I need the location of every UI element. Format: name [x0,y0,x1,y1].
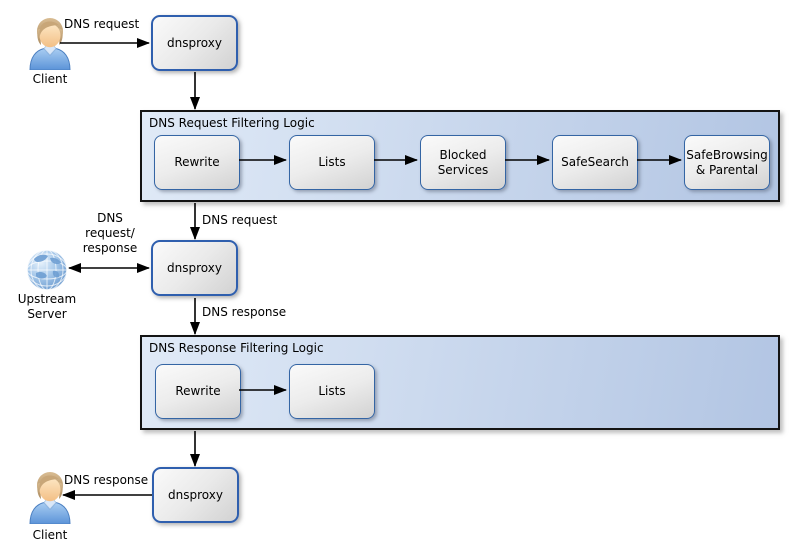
upstream-server-figure [26,249,68,295]
node-dnsproxy-top: dnsproxy [151,15,238,71]
step-rewrite-response: Rewrite [155,364,241,419]
globe-icon [26,249,68,291]
node-dnsproxy-top-label: dnsproxy [167,36,222,50]
container-response-title: DNS Response Filtering Logic [149,341,324,355]
edge-label-request-to-proxy: DNS request [202,213,278,227]
client-top-label: Client [32,72,68,86]
node-dnsproxy-bottom-label: dnsproxy [168,488,223,502]
step-rewrite-request: Rewrite [154,135,240,190]
node-dnsproxy-middle-label: dnsproxy [167,261,222,275]
step-lists-request: Lists [289,135,375,190]
client-bottom-figure [27,470,73,528]
container-request-title: DNS Request Filtering Logic [149,116,315,130]
person-icon [29,18,71,71]
upstream-server-label: Upstream Server [17,292,77,321]
person-icon [29,472,71,525]
edge-label-response-to-client: DNS response [64,473,149,487]
edge-label-upstream-exchange: DNS request/ response [82,211,138,255]
step-safebrowsing-parental: SafeBrowsing & Parental [684,135,770,190]
edge-label-client-request: DNS request [64,17,140,31]
client-top-figure [27,16,73,74]
step-blocked-services: Blocked Services [420,135,506,190]
container-dns-request-filtering: DNS Request Filtering Logic Rewrite List… [140,110,780,202]
step-safesearch: SafeSearch [552,135,638,190]
node-dnsproxy-bottom: dnsproxy [152,467,239,523]
container-dns-response-filtering: DNS Response Filtering Logic Rewrite Lis… [140,335,780,430]
edge-label-proxy-response: DNS response [202,305,287,319]
step-lists-response: Lists [289,364,375,419]
client-bottom-label: Client [32,528,68,542]
node-dnsproxy-middle: dnsproxy [151,240,238,296]
